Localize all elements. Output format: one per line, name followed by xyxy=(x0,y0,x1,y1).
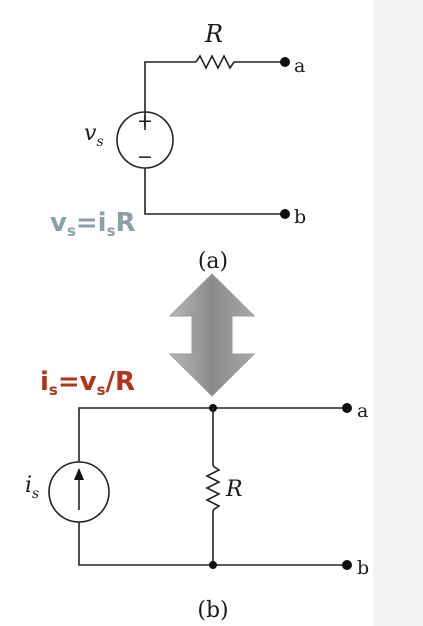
arrow-up-icon xyxy=(74,468,84,480)
circuit-b-resistor-label: R xyxy=(225,477,243,502)
circuit-b-terminal-a-label: a xyxy=(357,400,368,422)
circuit-b-terminal-b-node xyxy=(342,560,352,570)
circuit-b-source-label: is xyxy=(25,473,39,502)
circuit-a-bottom-wire xyxy=(144,168,283,215)
equation-a: vs=isR xyxy=(50,208,136,240)
circuit-b-caption: (b) xyxy=(197,598,228,623)
circuit-a-terminal-b-label: b xyxy=(294,206,306,228)
circuit-a-terminal-a-node xyxy=(280,57,290,67)
circuit-b-bottom-wire xyxy=(78,522,345,566)
circuit-a-source-label: vs xyxy=(84,121,104,150)
circuit-a-resistor xyxy=(195,54,235,70)
circuit-a-caption: (a) xyxy=(198,249,228,274)
circuit-b-terminal-a-node xyxy=(342,403,352,413)
circuit-a-minus-sign: − xyxy=(137,146,153,168)
circuit-a-resistor-label: R xyxy=(204,20,223,48)
circuit-a-terminal-a-label: a xyxy=(294,55,305,77)
circuit-a-plus-sign: + xyxy=(137,110,153,132)
circuit-b-resistor xyxy=(205,465,221,511)
circuit-a-top-wire-left xyxy=(144,61,196,130)
circuit-a-terminal-b-node xyxy=(280,209,290,219)
circuit-b-terminal-b-label: b xyxy=(357,557,369,579)
circuit-a: R a + − vs b (a) xyxy=(84,20,306,274)
circuit-b-top-wire xyxy=(78,407,345,462)
circuit-b: a is R b (b) xyxy=(25,400,369,623)
circuit-b-bottom-junction xyxy=(209,561,217,569)
side-panel xyxy=(373,0,423,626)
equation-b: is=vs/R xyxy=(40,367,135,399)
double-arrow-icon xyxy=(168,273,256,397)
